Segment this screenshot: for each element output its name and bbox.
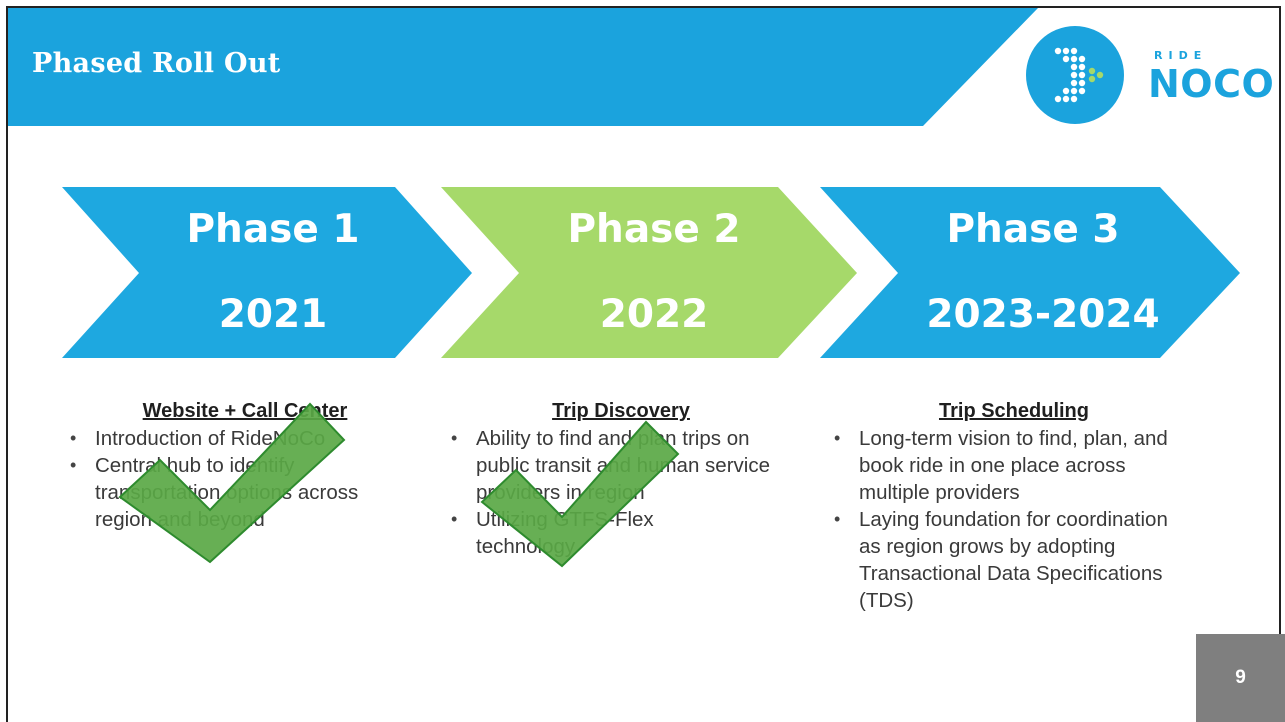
- phase-3-bullet-list: Long-term vision to find, plan, and book…: [829, 425, 1189, 614]
- logo-ride-text: RIDE: [1154, 49, 1208, 62]
- phase-1-checkmark-icon: [118, 402, 346, 564]
- page-number: 9: [1196, 634, 1285, 722]
- phase-1-chevron: [62, 187, 472, 358]
- phase-2-label: Phase 2: [567, 207, 741, 252]
- list-item: Introduction of RideNoCo: [65, 425, 395, 452]
- phase-2-year: 2022: [599, 292, 709, 337]
- phase-3-label: Phase 3: [946, 207, 1120, 252]
- ride-noco-logo-icon: [1015, 18, 1135, 132]
- phase-3-heading: Trip Scheduling: [938, 400, 1089, 422]
- phase-2-chevron: [441, 187, 857, 358]
- phase-3-chevron: [820, 187, 1240, 358]
- phase-3-year: 2023-2024: [926, 292, 1160, 337]
- list-item: Laying foundation for coordination as re…: [829, 506, 1194, 614]
- header-band: [8, 8, 1038, 126]
- phase-1-heading: Website + Call Center: [142, 400, 348, 422]
- phase-1-label: Phase 1: [186, 207, 360, 252]
- slide-title: Phased Roll Out: [32, 48, 281, 79]
- slide-frame: [6, 6, 1281, 722]
- phase-2-checkmark-icon: [480, 420, 680, 568]
- list-item: Long-term vision to find, plan, and book…: [829, 425, 1179, 506]
- phase-1-year: 2021: [218, 292, 328, 337]
- phase-2-heading: Trip Discovery: [552, 400, 690, 422]
- phase-3-details: Trip Scheduling Long-term vision to find…: [829, 400, 1189, 614]
- logo-noco-text: NOCO: [1148, 62, 1275, 106]
